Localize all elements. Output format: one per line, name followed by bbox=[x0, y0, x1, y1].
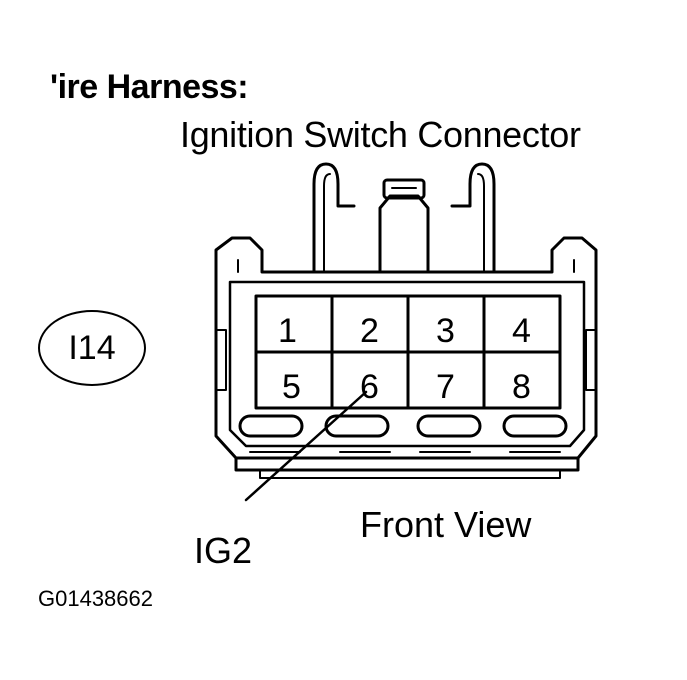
lock-slot-4 bbox=[502, 414, 568, 438]
right-latch-inner bbox=[477, 173, 485, 273]
lock-slot-1 bbox=[238, 414, 304, 438]
center-key bbox=[378, 194, 430, 272]
pin-4-label: 4 bbox=[512, 312, 531, 350]
diagram-title: 'ire Harness: bbox=[50, 68, 249, 106]
figure-id: G01438662 bbox=[38, 586, 153, 611]
center-key-top bbox=[382, 178, 426, 200]
ig2-callout-label: IG2 bbox=[194, 530, 253, 571]
pin-7-label: 7 bbox=[436, 368, 455, 406]
pin-3-label: 3 bbox=[436, 312, 455, 350]
housing-inner-outline bbox=[228, 280, 586, 448]
connector-code: I14 bbox=[68, 329, 116, 367]
housing-skirt bbox=[234, 456, 580, 472]
lock-slot-3 bbox=[416, 414, 482, 438]
housing-body bbox=[214, 270, 598, 460]
right-latch-tab bbox=[450, 162, 496, 274]
pin-6-label: 6 bbox=[360, 368, 379, 406]
ig2-leader-line bbox=[244, 390, 368, 502]
connector-name: Ignition Switch Connector bbox=[180, 114, 581, 155]
pin-5-label: 5 bbox=[282, 368, 301, 406]
pin-8-label: 8 bbox=[512, 368, 531, 406]
connector-code-ellipse bbox=[38, 310, 146, 386]
left-latch-tab bbox=[312, 162, 356, 274]
pin-1-label: 1 bbox=[278, 312, 297, 350]
pin-2-label: 2 bbox=[360, 312, 379, 350]
housing-top bbox=[214, 236, 598, 274]
left-latch-inner bbox=[323, 173, 331, 273]
front-view-label: Front View bbox=[360, 504, 532, 545]
lock-slot-2 bbox=[324, 414, 390, 438]
